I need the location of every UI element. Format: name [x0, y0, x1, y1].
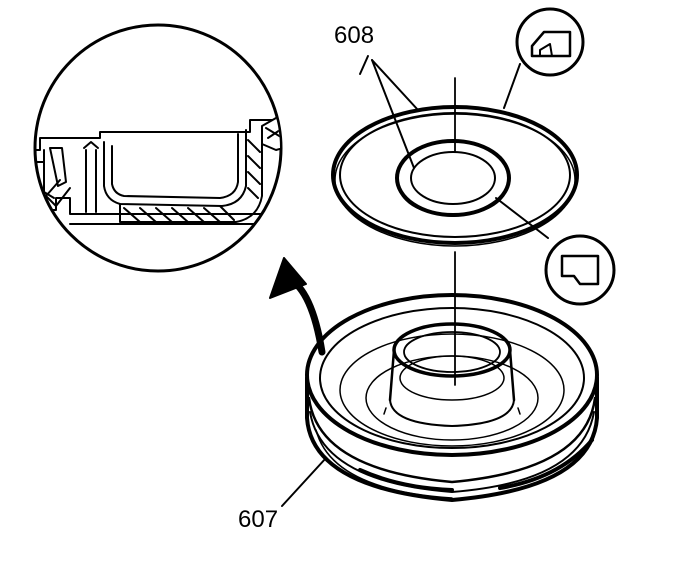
callout-label-607: 607 [238, 506, 279, 533]
leader-lines-608 [359, 55, 549, 239]
curved-arrow-icon [269, 257, 326, 356]
lip-seal-section-icon [515, 7, 585, 77]
cross-section-detail-icon [33, 23, 283, 273]
inner-seal-ring [395, 139, 511, 217]
square-seal-section-icon [544, 234, 616, 306]
piston [305, 293, 599, 502]
callout-label-608: 608 [334, 22, 375, 49]
leader-line-607 [281, 457, 327, 507]
